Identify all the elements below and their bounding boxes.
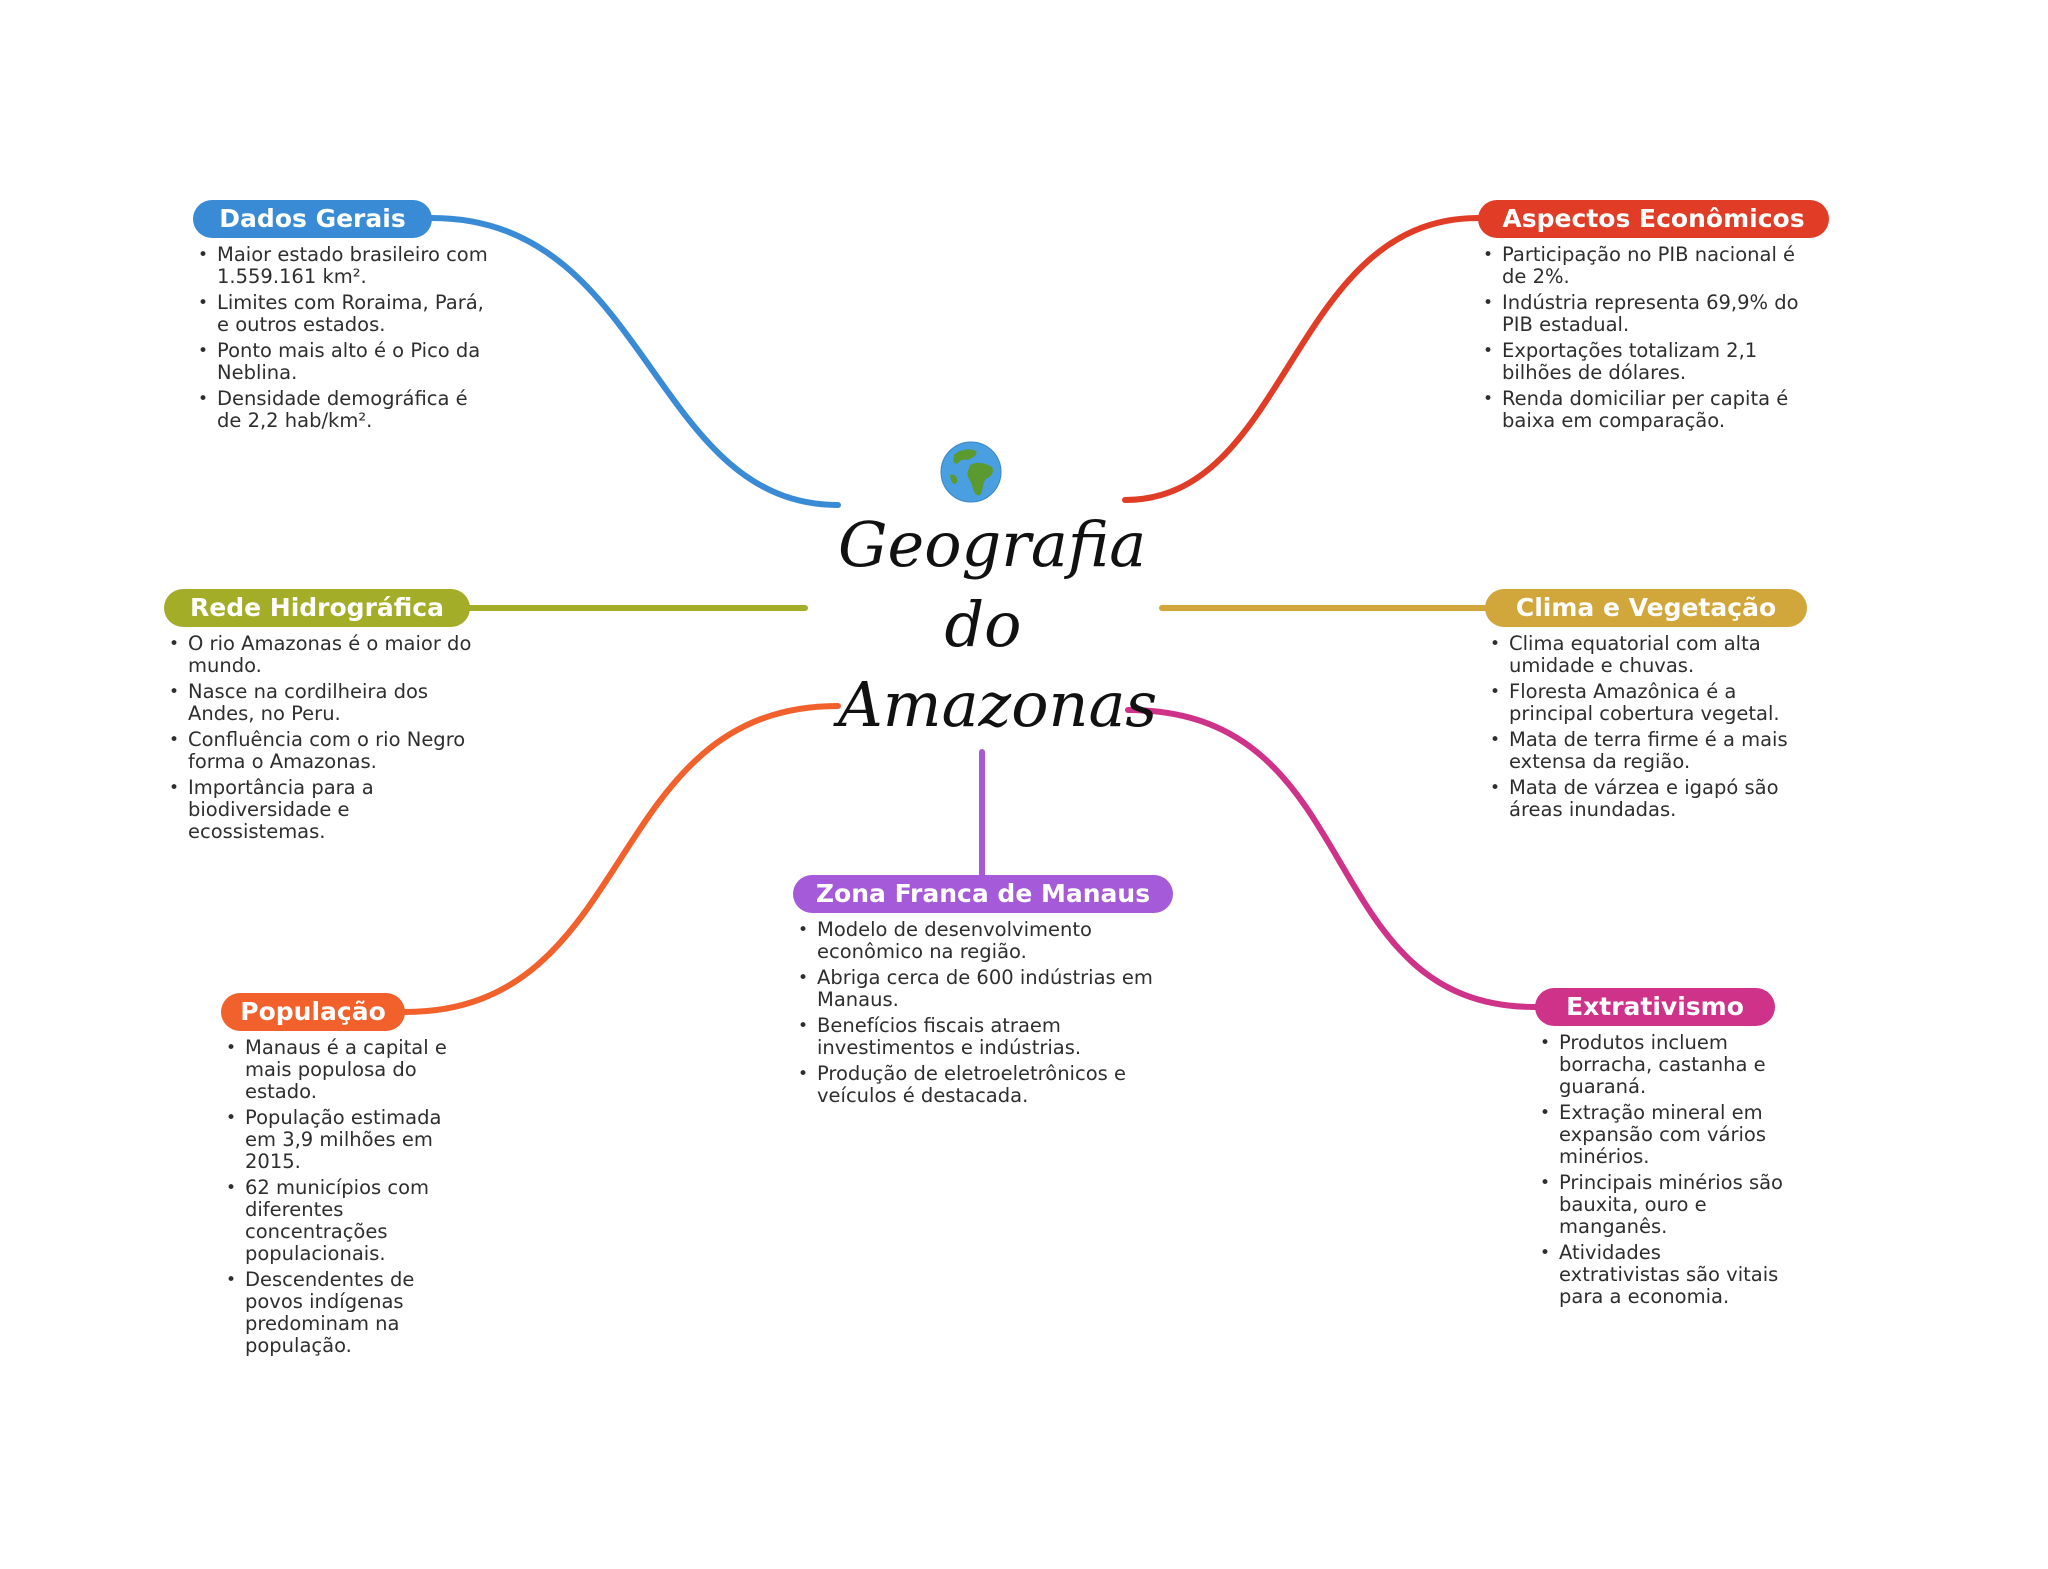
connector-extrativismo [1125,707,1538,1010]
list-item: Produtos incluem borracha, castanha e gu… [1536,1032,1786,1098]
topic-label-extrativismo[interactable]: Extrativismo [1535,988,1775,1026]
title-line: Amazonas [838,668,1158,741]
connector-aspectos-economicos [1122,215,1481,503]
list-item: Renda domiciliar per capita é baixa em c… [1479,388,1809,432]
list-item: População estimada em 3,9 milhões em 201… [222,1107,462,1173]
list-item: Densidade demográfica é de 2,2 hab/km². [194,388,494,432]
list-item: Mata de terra firme é a mais extensa da … [1486,729,1816,773]
bullet-list-extrativismo: Produtos incluem borracha, castanha e gu… [1536,1032,1786,1312]
connector-dados-gerais [429,215,841,508]
list-item: Participação no PIB nacional é de 2%. [1479,244,1809,288]
bullet-list-populacao: Manaus é a capital e mais populosa do es… [222,1037,462,1361]
list-item: Modelo de desenvolvimento econômico na r… [794,919,1154,963]
topic-label-zona-franca[interactable]: Zona Franca de Manaus [793,875,1173,913]
topic-label-rede-hidrografica[interactable]: Rede Hidrográfica [164,589,470,627]
bullet-list-aspectos-economicos: Participação no PIB nacional é de 2%. In… [1479,244,1809,436]
list-item: Maior estado brasileiro com 1.559.161 km… [194,244,494,288]
bullet-list-rede-hidrografica: O rio Amazonas é o maior do mundo. Nasce… [165,633,485,847]
list-item: Manaus é a capital e mais populosa do es… [222,1037,462,1103]
globe-icon [940,441,1002,503]
list-item: Principais minérios são bauxita, ouro e … [1536,1172,1786,1238]
list-item: Exportações totalizam 2,1 bilhões de dól… [1479,340,1809,384]
list-item: Extração mineral em expansão com vários … [1536,1102,1786,1168]
bullet-list-zona-franca: Modelo de desenvolvimento econômico na r… [794,919,1154,1111]
list-item: Indústria representa 69,9% do PIB estadu… [1479,292,1809,336]
list-item: Benefícios fiscais atraem investimentos … [794,1015,1154,1059]
connector-populacao [402,703,841,1015]
list-item: O rio Amazonas é o maior do mundo. [165,633,485,677]
list-item: Floresta Amazônica é a principal cobertu… [1486,681,1816,725]
title-line: do [944,588,1022,661]
topic-label-aspectos-economicos[interactable]: Aspectos Econômicos [1478,200,1829,238]
list-item: Produção de eletroeletrônicos e veículos… [794,1063,1154,1107]
list-item: Mata de várzea e igapó são áreas inundad… [1486,777,1816,821]
topic-label-populacao[interactable]: População [221,993,405,1031]
bullet-list-dados-gerais: Maior estado brasileiro com 1.559.161 km… [194,244,494,436]
list-item: Limites com Roraima, Pará, e outros esta… [194,292,494,336]
topic-label-dados-gerais[interactable]: Dados Gerais [193,200,432,238]
list-item: Confluência com o rio Negro forma o Amaz… [165,729,485,773]
list-item: Importância para a biodiversidade e ecos… [165,777,485,843]
topic-label-clima-vegetacao[interactable]: Clima e Vegetação [1485,589,1807,627]
list-item: Descendentes de povos indígenas predomin… [222,1269,462,1357]
list-item: Nasce na cordilheira dos Andes, no Peru. [165,681,485,725]
title-line: Geografia [838,508,1147,581]
list-item: Ponto mais alto é o Pico da Neblina. [194,340,494,384]
list-item: Abriga cerca de 600 indústrias em Manaus… [794,967,1154,1011]
central-topic-title: Geografia do Amazonas [838,505,1158,745]
list-item: Atividades extrativistas são vitais para… [1536,1242,1786,1308]
list-item: 62 municípios com diferentes concentraçõ… [222,1177,462,1265]
bullet-list-clima-vegetacao: Clima equatorial com alta umidade e chuv… [1486,633,1816,825]
list-item: Clima equatorial com alta umidade e chuv… [1486,633,1816,677]
